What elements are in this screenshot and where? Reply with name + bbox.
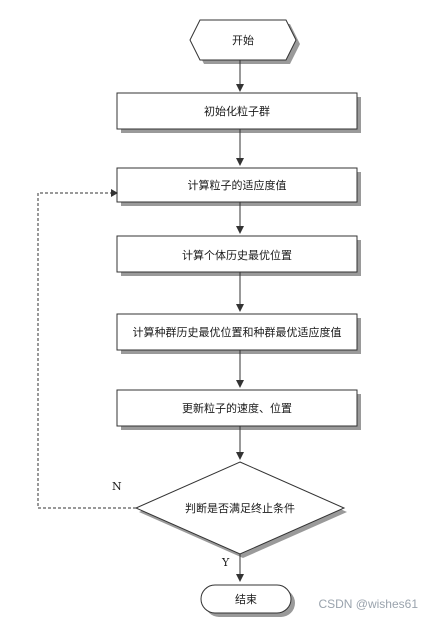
update-label: 更新粒子的速度、位置 — [182, 401, 292, 415]
compute-fitness-node: 计算粒子的适应度值 — [116, 167, 361, 206]
decision-label: 判断是否满足终止条件 — [185, 501, 295, 515]
loop-arrowhead — [111, 189, 118, 197]
watermark-text: CSDN @wishes61 — [318, 597, 418, 611]
end-label: 结束 — [235, 593, 257, 606]
yes-label: Y — [221, 556, 230, 569]
compute-fitness-label: 计算粒子的适应度值 — [188, 178, 287, 192]
start-label: 开始 — [232, 33, 254, 47]
arrow-loop-back — [37, 192, 136, 509]
init-node: 初始化粒子群 — [116, 92, 361, 133]
decision-node: 判断是否满足终止条件 — [134, 461, 347, 558]
update-node: 更新粒子的速度、位置 — [116, 389, 361, 430]
individual-best-node: 计算个体历史最优位置 — [116, 235, 361, 276]
global-best-label: 计算种群历史最优位置和种群最优适应度值 — [133, 325, 342, 339]
start-node: 开始 — [189, 19, 300, 64]
end-node: 结束 — [200, 584, 295, 617]
individual-best-label: 计算个体历史最优位置 — [182, 248, 292, 262]
init-label: 初始化粒子群 — [204, 104, 270, 118]
global-best-node: 计算种群历史最优位置和种群最优适应度值 — [116, 313, 361, 354]
no-label: N — [112, 480, 122, 493]
